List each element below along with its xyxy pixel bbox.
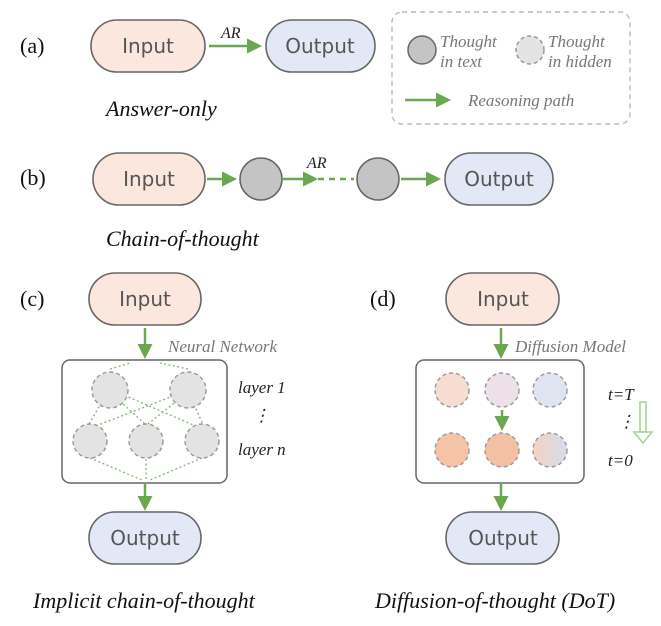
panel-c: (c) Input Neural Network layer 1 ⋮ layer… <box>20 272 286 613</box>
panel-d-label: (d) <box>370 286 396 311</box>
panel-b-thought-node-2 <box>356 157 400 201</box>
panel-a-output-text: Output <box>285 34 355 58</box>
legend-box <box>391 11 631 125</box>
legend-thought-hidden-line1: Thought <box>548 32 606 51</box>
panel-c-caption: Implicit chain-of-thought <box>32 588 256 613</box>
legend-thought-hidden-circle <box>515 35 545 65</box>
panel-d-noisy-node-2 <box>484 372 520 408</box>
panel-a-ar-label: AR <box>220 25 241 42</box>
panel-d-clean-node-2 <box>484 432 520 468</box>
panel-c-output-node <box>88 511 202 565</box>
panel-d: (d) Input Diffusion Model t=T ⋮ t=0 Outp… <box>370 272 654 613</box>
panel-c-network-label: Neural Network <box>167 337 278 356</box>
panel-c-hidden-node-2 <box>169 371 207 409</box>
legend-thought-text-line2: in text <box>440 52 483 71</box>
panel-d-clean-node-1 <box>434 432 470 468</box>
legend-thought-text-line1: Thought <box>440 32 498 51</box>
legend-thought-hidden-line2: in hidden <box>548 52 612 71</box>
panel-b-input-node <box>92 152 206 206</box>
panel-d-clean-node-3 <box>532 432 568 468</box>
legend-reasoning-label: Reasoning path <box>467 91 574 110</box>
panel-c-input-node <box>88 272 202 326</box>
panel-d-output-node <box>445 511 560 565</box>
panel-a-output-node <box>265 19 376 73</box>
panel-d-caption: Diffusion-of-thought (DoT) <box>374 588 615 613</box>
panel-d-noisy-node-1 <box>434 372 470 408</box>
panel-a-input-text: Input <box>122 34 174 58</box>
panel-a-caption: Answer-only <box>104 96 217 121</box>
panel-b-output-text: Output <box>464 167 534 191</box>
panel-c-layer-top: layer 1 <box>238 378 286 397</box>
panel-c-layer-dots: ⋮ <box>253 406 270 425</box>
panel-d-noisy-node-3 <box>532 372 568 408</box>
panel-d-t-bottom: t=0 <box>608 451 633 470</box>
panel-d-input-text: Input <box>477 287 529 311</box>
panel-b-caption: Chain-of-thought <box>106 226 260 251</box>
panel-c-hidden-node-1 <box>91 371 129 409</box>
panel-b-label: (b) <box>20 165 46 190</box>
legend-thought-text-circle <box>407 35 437 65</box>
panel-c-label: (c) <box>20 286 44 311</box>
panel-d-output-text: Output <box>468 526 538 550</box>
panel-c-layer-bottom: layer n <box>238 440 286 459</box>
legend: Thought in text Thought in hidden Reason… <box>391 11 631 125</box>
panel-a-input-node <box>90 19 206 73</box>
panel-b-input-text: Input <box>123 167 175 191</box>
panel-c-hidden-node-4 <box>128 423 164 459</box>
panel-b-ar-label: AR <box>306 155 327 172</box>
panel-d-model-label: Diffusion Model <box>514 337 626 356</box>
panel-c-input-text: Input <box>119 287 171 311</box>
panel-d-t-top: t=T <box>608 385 635 404</box>
panel-b-thought-node-1 <box>239 157 283 201</box>
panel-a-label: (a) <box>20 33 44 58</box>
panel-b: (b) Input AR Output Chain-of-thought <box>20 152 554 251</box>
panel-b-output-node <box>444 152 554 206</box>
panel-c-output-text: Output <box>110 526 180 550</box>
panel-d-t-dots: ⋮ <box>618 412 635 431</box>
panel-c-hidden-node-3 <box>72 423 108 459</box>
panel-c-hidden-node-5 <box>184 423 220 459</box>
panel-d-input-node <box>445 272 560 326</box>
panel-a: (a) Input AR Output Answer-only <box>20 19 376 121</box>
panel-d-time-arrow <box>632 401 654 445</box>
